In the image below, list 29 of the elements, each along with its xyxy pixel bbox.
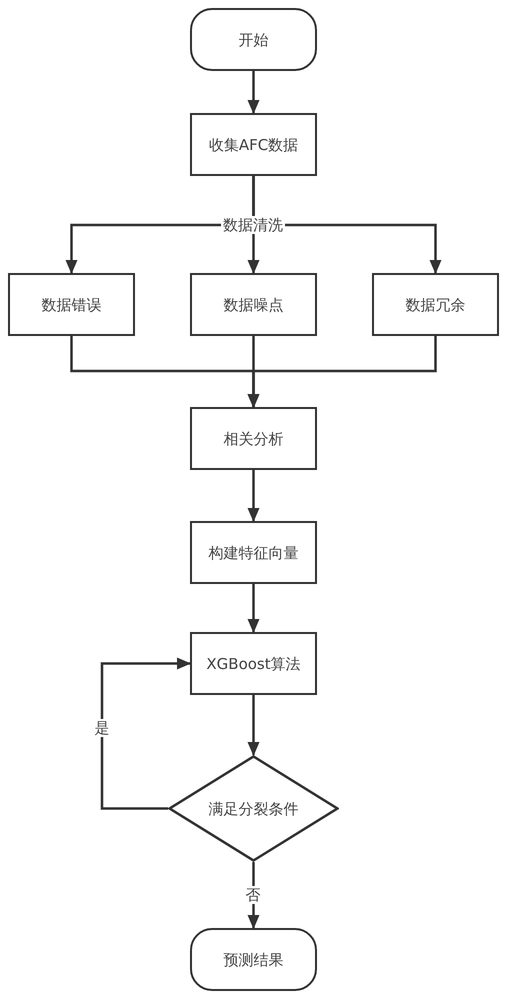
decision-diamond	[168, 755, 339, 862]
process-box	[372, 273, 499, 336]
node-label: 数据冗余	[406, 296, 466, 314]
process-box	[190, 113, 317, 176]
end-terminal	[190, 928, 317, 991]
arrow	[100, 658, 191, 810]
process-box	[190, 407, 317, 470]
node-label: 数据错误	[42, 296, 102, 314]
node-label: 相关分析	[224, 430, 284, 448]
arrow	[248, 336, 437, 408]
node-label: 开始	[238, 30, 268, 48]
process-box	[190, 632, 317, 695]
node-label: 预测结果	[224, 950, 284, 968]
arrow	[248, 695, 260, 756]
node-label: XGBoost算法	[206, 654, 301, 672]
process-box	[190, 273, 317, 336]
edge-label: 数据清洗	[221, 216, 285, 234]
arrow	[248, 584, 260, 633]
edge-label: 否	[244, 886, 262, 904]
node-label: 收集AFC数据	[208, 136, 298, 154]
start-terminal	[190, 8, 317, 71]
process-box	[190, 521, 317, 584]
edge-label: 是	[92, 719, 112, 737]
arrow	[248, 470, 260, 522]
arrow	[248, 71, 260, 114]
node-label: 数据噪点	[224, 296, 284, 314]
node-label: 构建特征向量	[208, 544, 298, 562]
node-label: 满足分裂条件	[208, 800, 298, 818]
process-box	[8, 273, 135, 336]
